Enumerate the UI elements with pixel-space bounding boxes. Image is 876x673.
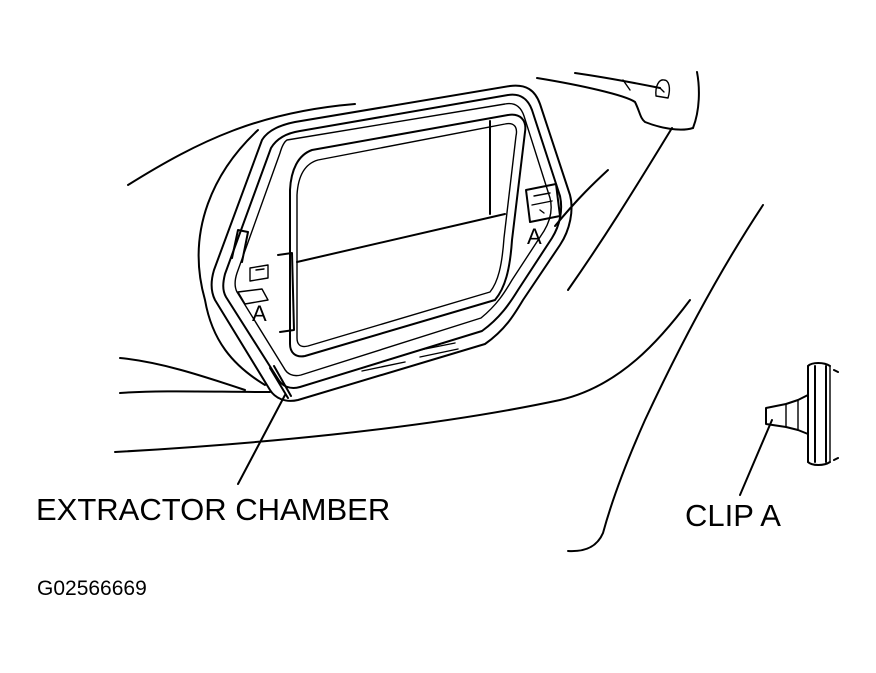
clip-a-label: CLIP A: [685, 498, 781, 533]
extractor-chamber-leader: [237, 394, 286, 485]
extractor-seam-mark: [269, 365, 292, 399]
body-panel-contours: [114, 103, 764, 553]
clip-a-detail: [765, 362, 839, 466]
trim-seal-strip: [536, 71, 700, 131]
clip-a-leader: [739, 419, 773, 496]
chamber-opening: [289, 113, 527, 358]
clip-marker-left: A: [252, 301, 267, 326]
clip-marker-right: A: [527, 224, 542, 249]
extractor-chamber-label: EXTRACTOR CHAMBER: [36, 492, 391, 527]
bottom-frame-tabs: [361, 342, 459, 372]
left-clip-detail: [231, 229, 295, 333]
figure-code: G02566669: [37, 577, 147, 600]
right-clip-detail: [525, 183, 561, 223]
extractor-chamber-frame: [210, 84, 573, 402]
